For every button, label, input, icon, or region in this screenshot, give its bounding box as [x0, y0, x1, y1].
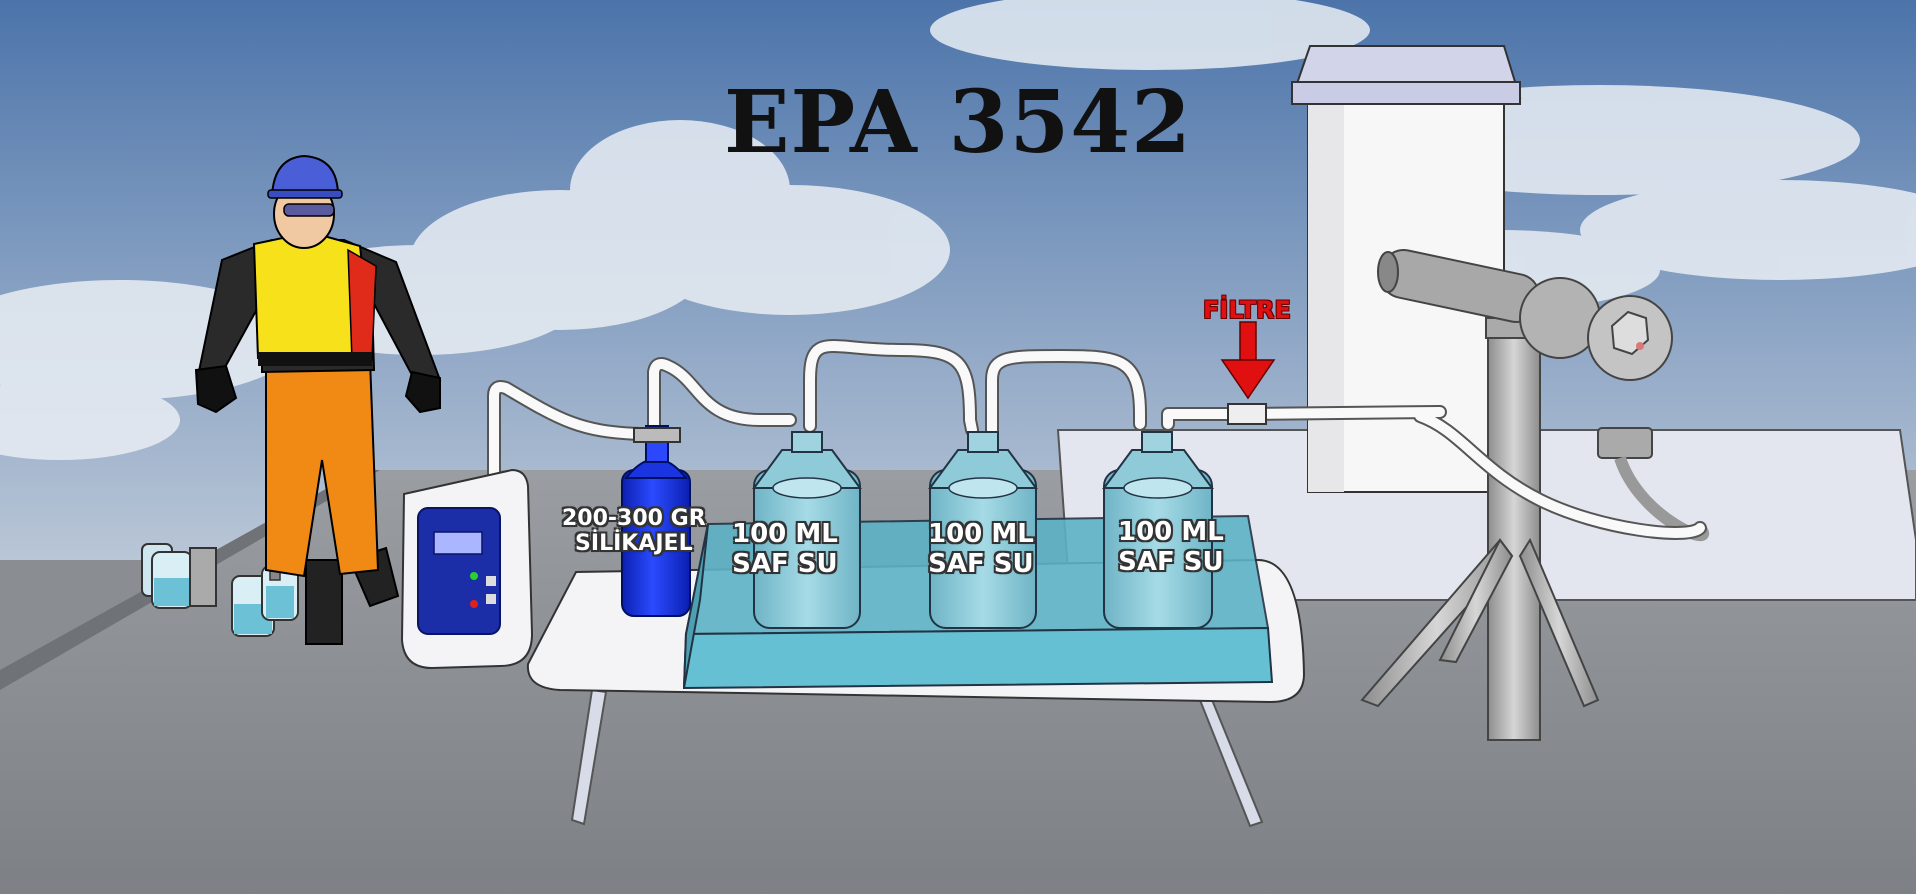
bottle-3-label: 100 ML SAF SU: [1118, 517, 1224, 578]
bottle-2-label-line2: SAF SU: [928, 548, 1034, 579]
probe-stand: [1360, 317, 1600, 741]
bottle-1-label: 100 ML SAF SU: [732, 519, 838, 580]
impinger-bottles: [752, 431, 1214, 629]
filter-arrow: [1220, 321, 1276, 400]
bottle-1-label-line2: SAF SU: [732, 548, 838, 579]
bottle-1-label-line1: 100 ML: [732, 519, 838, 549]
silica-gel-label-line2: SİLİKAJEL: [575, 531, 693, 557]
filter-holder: [1227, 403, 1267, 425]
probe-assembly: [1377, 248, 1709, 542]
bottle-3-label-line2: SAF SU: [1118, 546, 1224, 577]
sampling-pump: [400, 468, 534, 670]
bottle-3-label-line1: 100 ML: [1118, 517, 1224, 547]
worker-figure: [194, 154, 442, 645]
filter-label: FİLTRE: [1203, 296, 1291, 324]
silica-gel-label-line1: 200-300 GR: [562, 506, 706, 531]
bottle-2-label: 100 ML SAF SU: [928, 519, 1034, 580]
silica-gel-label: 200-300 GR SİLİKAJEL: [562, 506, 706, 557]
lab-glassware: [141, 469, 299, 637]
page-title: EPA 3542: [724, 72, 1192, 173]
bottle-2-label-line1: 100 ML: [928, 519, 1034, 549]
silica-gel-cylinder: [621, 425, 691, 617]
